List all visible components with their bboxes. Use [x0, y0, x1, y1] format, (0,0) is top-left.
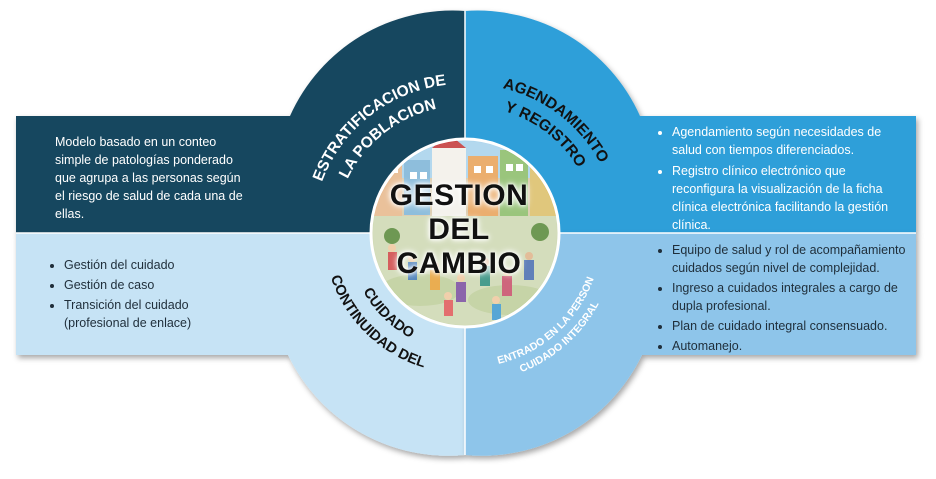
list-item: Registro clínico electrónico que reconfi…	[672, 162, 896, 234]
top-right-list: Agendamiento según necesidades de salud …	[656, 123, 896, 237]
center-title-line3: CAMBIO	[396, 247, 522, 280]
list-item: Transición del cuidado (profesional de e…	[64, 296, 248, 332]
list-item: Plan de cuidado integral consensuado.	[672, 317, 906, 335]
bottom-left-list: Gestión del cuidado Gestión de caso Tran…	[48, 256, 248, 334]
center-title: GESTION DEL CAMBIO	[384, 179, 534, 281]
quadrant-bottom-right	[465, 233, 916, 456]
stratification-description: Modelo basado en un conteo simple de pat…	[55, 135, 243, 221]
list-item: Equipo de salud y rol de acompañamiento …	[672, 241, 906, 277]
top-left-description: Modelo basado en un conteo simple de pat…	[55, 133, 250, 223]
list-item: Gestión de caso	[64, 276, 248, 294]
center-title-line1: GESTION	[389, 179, 529, 212]
quadrant-top-right	[465, 10, 916, 233]
quadrant-top-left	[16, 10, 465, 234]
list-item: Ingreso a cuidados integrales a cargo de…	[672, 279, 906, 315]
bottom-right-list: Equipo de salud y rol de acompañamiento …	[656, 241, 906, 357]
center-circle-border	[369, 137, 561, 329]
center-title-line2: DEL	[428, 213, 490, 246]
quadrant-bottom-left	[16, 233, 465, 456]
list-item: Gestión del cuidado	[64, 256, 248, 274]
list-item: Agendamiento según necesidades de salud …	[672, 123, 896, 159]
list-item: Automanejo.	[672, 337, 906, 355]
